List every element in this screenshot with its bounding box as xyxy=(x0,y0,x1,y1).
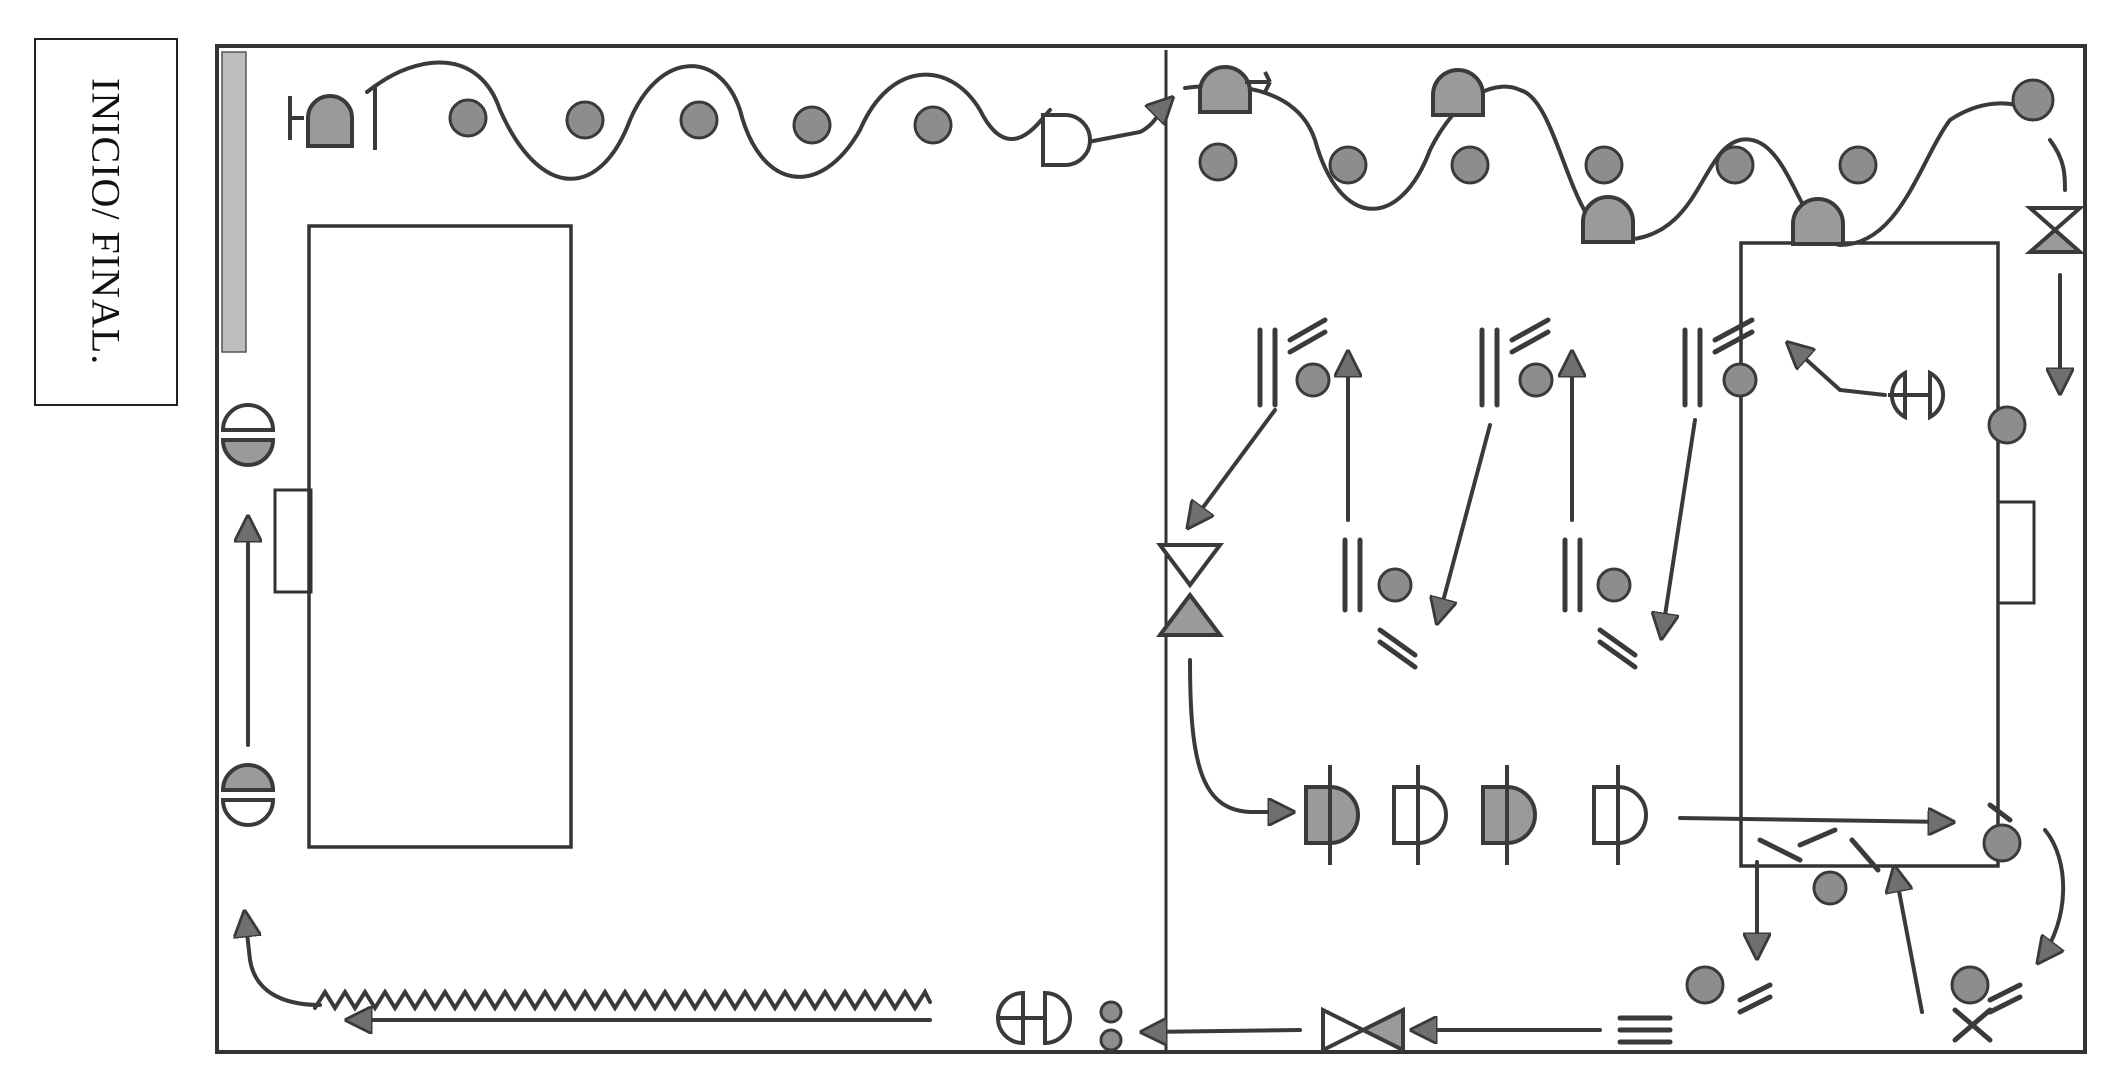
cone xyxy=(1377,567,1413,603)
player xyxy=(1198,65,1272,114)
cone xyxy=(1295,362,1331,398)
start-end-label: INICIO/ FINAL. xyxy=(83,78,129,366)
field xyxy=(215,44,2087,1054)
player xyxy=(288,86,377,150)
cone xyxy=(1812,870,1848,906)
pole-pair xyxy=(1562,537,1638,670)
pole-pair xyxy=(1342,537,1418,670)
cone xyxy=(1328,145,1368,185)
cone xyxy=(679,100,719,140)
player xyxy=(1041,113,1092,167)
player xyxy=(2024,206,2086,254)
pole-pair xyxy=(1682,317,1755,408)
cone xyxy=(565,100,605,140)
pole-pair xyxy=(1757,827,1881,873)
diag-arrow-2 xyxy=(1438,423,1492,620)
cone xyxy=(1685,965,1725,1005)
player xyxy=(996,990,1072,1046)
cone xyxy=(1987,405,2027,445)
player xyxy=(1888,369,1946,421)
start-end-label-box: INICIO/ FINAL. xyxy=(34,38,178,406)
start-end-marker xyxy=(221,51,247,353)
diag-arrow-1 xyxy=(1190,408,1277,525)
cone xyxy=(1450,145,1490,185)
corner-zigzag xyxy=(245,915,322,1007)
zigzag-run xyxy=(313,987,932,1012)
right-goal xyxy=(1996,500,2036,605)
pass-to-center xyxy=(1086,100,1170,144)
diag-arrow-3 xyxy=(1662,418,1697,635)
cone xyxy=(1722,362,1758,398)
curve-down-right xyxy=(2040,828,2066,960)
field-outline xyxy=(215,44,2087,1054)
left-penalty-area xyxy=(307,224,573,849)
cone xyxy=(1198,142,1238,182)
cones xyxy=(448,78,2055,1052)
path-lines xyxy=(245,60,2067,1032)
cone xyxy=(1099,1000,1123,1024)
pole-pair xyxy=(1257,317,1328,408)
cone xyxy=(2011,78,2055,122)
players xyxy=(220,65,2086,1054)
left-goal xyxy=(273,488,313,594)
player xyxy=(1392,765,1448,865)
curve-to-line xyxy=(1188,658,1290,812)
pole-pair xyxy=(1617,1015,1673,1045)
arrow-up-2 xyxy=(1895,870,1924,1014)
player xyxy=(1304,765,1360,865)
cone xyxy=(792,105,832,145)
player xyxy=(1321,1006,1405,1054)
pole-pair xyxy=(1737,802,2013,1015)
cone xyxy=(1838,145,1878,185)
right-penalty-area xyxy=(1739,241,2000,868)
player xyxy=(1481,765,1537,865)
player xyxy=(1581,195,1635,244)
cone xyxy=(913,105,953,145)
pole-pair xyxy=(1479,317,1551,408)
cone xyxy=(1950,965,1990,1005)
player xyxy=(220,763,276,827)
cone xyxy=(1715,145,1755,185)
cone xyxy=(1596,567,1632,603)
corner-run-down xyxy=(2048,138,2067,192)
cone xyxy=(1099,1028,1123,1052)
player xyxy=(1791,197,1845,246)
right-back-arrow xyxy=(1790,345,1887,397)
cone xyxy=(1518,362,1554,398)
bottom-return-2 xyxy=(1145,1030,1302,1032)
slalom-path-left xyxy=(365,60,1052,181)
player xyxy=(1156,543,1224,637)
cone xyxy=(448,98,488,138)
player xyxy=(1592,765,1648,865)
player xyxy=(220,403,276,467)
pole-pair xyxy=(1952,982,2023,1043)
poles xyxy=(1257,317,2023,1045)
player xyxy=(1431,68,1485,117)
cone xyxy=(1584,145,1624,185)
cone xyxy=(1982,823,2022,863)
long-pass-right xyxy=(1678,818,1950,822)
